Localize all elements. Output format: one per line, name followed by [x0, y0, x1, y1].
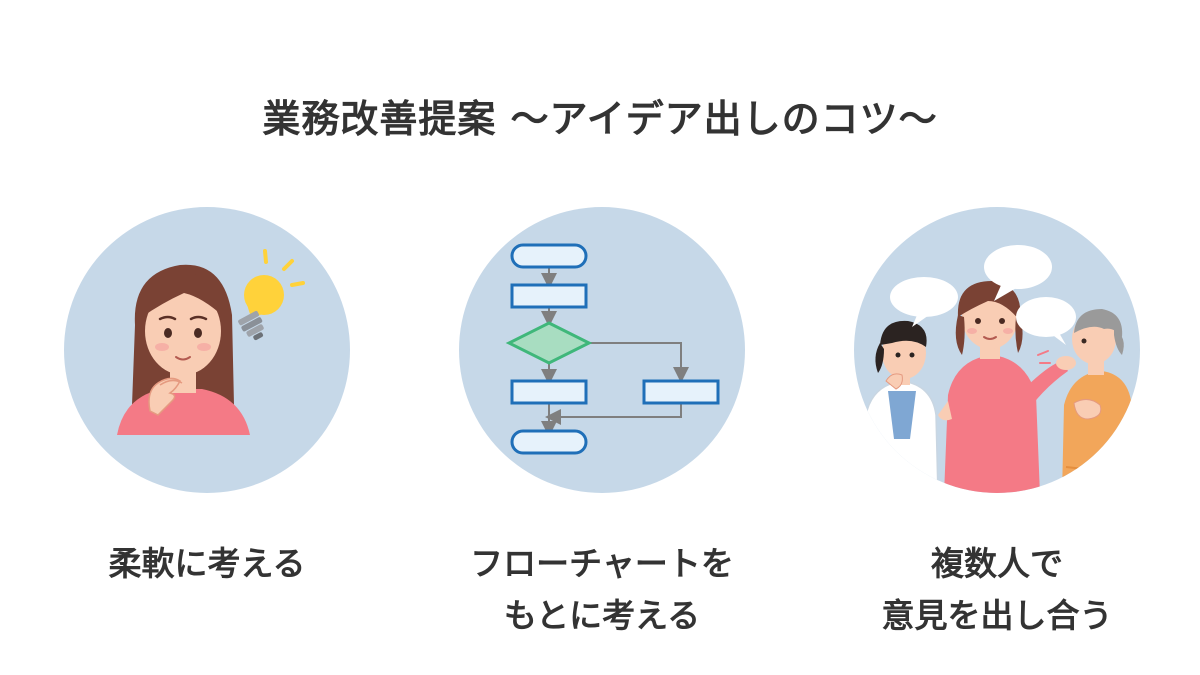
flow-process-box	[642, 379, 720, 405]
speech-bubble-icon	[984, 245, 1052, 301]
thinking-woman-icon	[64, 207, 350, 493]
page-title: 業務改善提案 〜アイデア出しのコツ〜	[262, 97, 938, 141]
flow-decision-diamond	[505, 321, 593, 365]
caption-line: 意見を出し合う	[881, 596, 1113, 635]
flowchart-icon	[459, 207, 745, 493]
flowchart-illustration	[457, 205, 747, 495]
flexible-thinking-illustration	[62, 205, 352, 495]
caption-line: 柔軟に考える	[108, 544, 306, 583]
caption-flowchart: フローチャートを もとに考える	[412, 538, 792, 642]
caption-line: もとに考える	[503, 596, 701, 635]
speech-bubble-icon	[890, 277, 958, 327]
flow-process-box	[510, 283, 588, 309]
flow-end-terminal	[510, 429, 588, 455]
lightbulb-icon	[238, 249, 305, 341]
speech-bubble-icon	[1016, 297, 1076, 345]
group-discussion-illustration	[852, 205, 1142, 495]
flow-process-box	[510, 379, 588, 405]
group-discussion-icon	[854, 207, 1140, 493]
caption-line: 複数人で	[931, 544, 1063, 583]
caption-flexible-thinking: 柔軟に考える	[17, 538, 397, 590]
flow-start-terminal	[510, 243, 588, 269]
caption-group-discussion: 複数人で 意見を出し合う	[807, 538, 1187, 642]
caption-line: フローチャートを	[470, 544, 734, 583]
